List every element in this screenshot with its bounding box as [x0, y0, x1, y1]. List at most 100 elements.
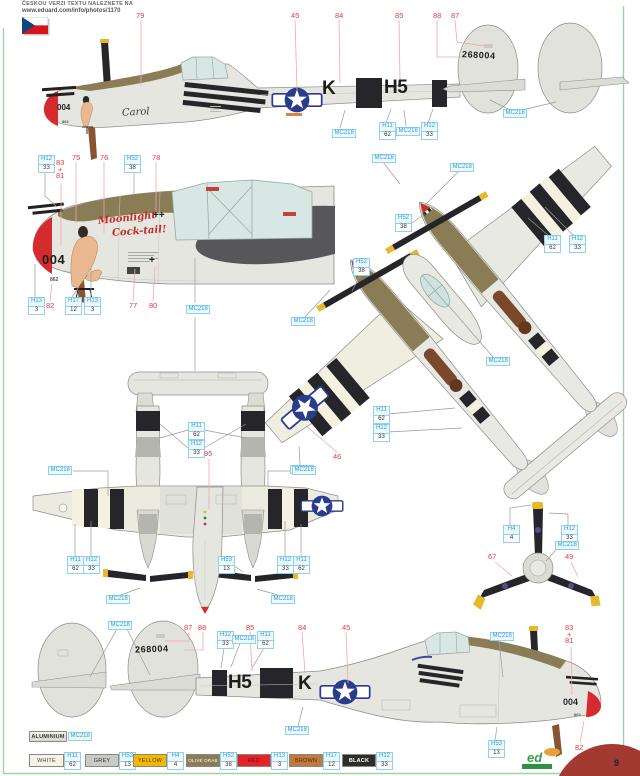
callout-85: 85 — [246, 623, 255, 632]
fuselage-kill-mark: + — [149, 255, 155, 266]
aircraft-letter: K — [298, 673, 312, 694]
callout-95: 95 — [204, 449, 213, 458]
callout-67: 67 — [488, 552, 497, 561]
callout-83-81: 83+81 — [565, 623, 574, 645]
paint-label-mc218: MC218 — [450, 163, 475, 172]
nose-number-small: 862 — [50, 277, 59, 283]
callout-88: 88 — [198, 623, 207, 632]
legend-chip-red: RED — [237, 754, 271, 767]
callout-77: 77 — [129, 301, 138, 310]
paint-label-mc218: MC218 — [292, 466, 317, 475]
header-note-czech: ČESKOU VERZI TEXTU NALEZNETE NA — [22, 1, 134, 7]
nose-number-small: 862 — [62, 119, 69, 124]
callout-45: 45 — [291, 11, 300, 20]
paint-label-mc218: MC218 — [232, 635, 257, 644]
paint-label-mc218: MC218 — [555, 541, 580, 550]
callout-79: 79 — [136, 11, 145, 20]
view-propeller-detail — [473, 502, 601, 610]
paint-label-mc218: MC218 — [285, 726, 310, 735]
callout-85: 85 — [395, 11, 404, 20]
leader-lines-gray — [34, 99, 575, 741]
callout-88: 88 — [433, 11, 442, 20]
callout-80: 80 — [149, 301, 158, 310]
eduard-logo-text-partial: ed — [527, 750, 543, 765]
view-underside-plan — [32, 371, 344, 614]
view-port-side-profile — [41, 22, 630, 160]
pinup-art-moonlight — [70, 226, 103, 299]
nose-number-small: 862 — [574, 712, 581, 717]
callout-83-81: 83+81 — [56, 158, 65, 180]
aircraft-letter: K — [322, 78, 336, 99]
page-number: 9 — [614, 758, 620, 768]
paint-label-mc218: MC218 — [503, 109, 528, 118]
legend-chip-brown: BROWN — [289, 754, 323, 767]
callout-84: 84 — [335, 11, 344, 20]
paint-label-mc218: MC218 — [332, 129, 357, 138]
legend-chip-olive-drab: OLIVE DRAB — [186, 754, 220, 767]
legend-chip-yellow: YELLOW — [133, 754, 167, 767]
callout-78: 78 — [152, 153, 161, 162]
callout-87: 87 — [184, 623, 193, 632]
view-banking-top — [264, 146, 628, 500]
legend-chip-grey: GREY — [85, 754, 119, 767]
pinup-art-carol — [80, 96, 93, 134]
legend-aluminium-chip: ALUMINIUM — [29, 731, 67, 742]
legend-chip-white: WHITE — [29, 754, 64, 767]
view-starboard-side-profile — [31, 620, 602, 757]
paint-label-mc218: MC218 — [490, 632, 515, 641]
callout-76: 76 — [100, 153, 109, 162]
callout-82: 82 — [46, 301, 55, 310]
callout-49: 49 — [565, 552, 574, 561]
nose-art-name-carol: Carol — [121, 106, 150, 119]
callout-46: 46 — [333, 452, 342, 461]
paint-label-mc218: MC218 — [291, 317, 316, 326]
paint-label-mc218: MC218 — [106, 595, 131, 604]
callout-87: 87 — [451, 11, 460, 20]
paint-label-mc218: MC218 — [186, 305, 211, 314]
page-border — [2, 6, 625, 775]
paint-label-mc218: MC218 — [486, 357, 511, 366]
czech-flag-icon — [22, 17, 48, 34]
callout-84: 84 — [298, 623, 307, 632]
legend-chip-black: BLACK — [342, 754, 376, 767]
paint-label-mc218: MC218 — [48, 466, 73, 475]
paint-label-mc218: MC218 — [68, 732, 93, 741]
leader-lines-red — [49, 19, 585, 744]
callout-75: 75 — [72, 153, 81, 162]
nose-number: 004 — [563, 697, 579, 707]
paint-label-mc218: MC218 — [108, 621, 133, 630]
paint-label-mc218: MC218 — [271, 595, 296, 604]
tail-serial: 268004 — [461, 49, 496, 61]
view-moonlight-nose-detail — [27, 179, 335, 303]
squadron-code: H5 — [384, 77, 408, 98]
